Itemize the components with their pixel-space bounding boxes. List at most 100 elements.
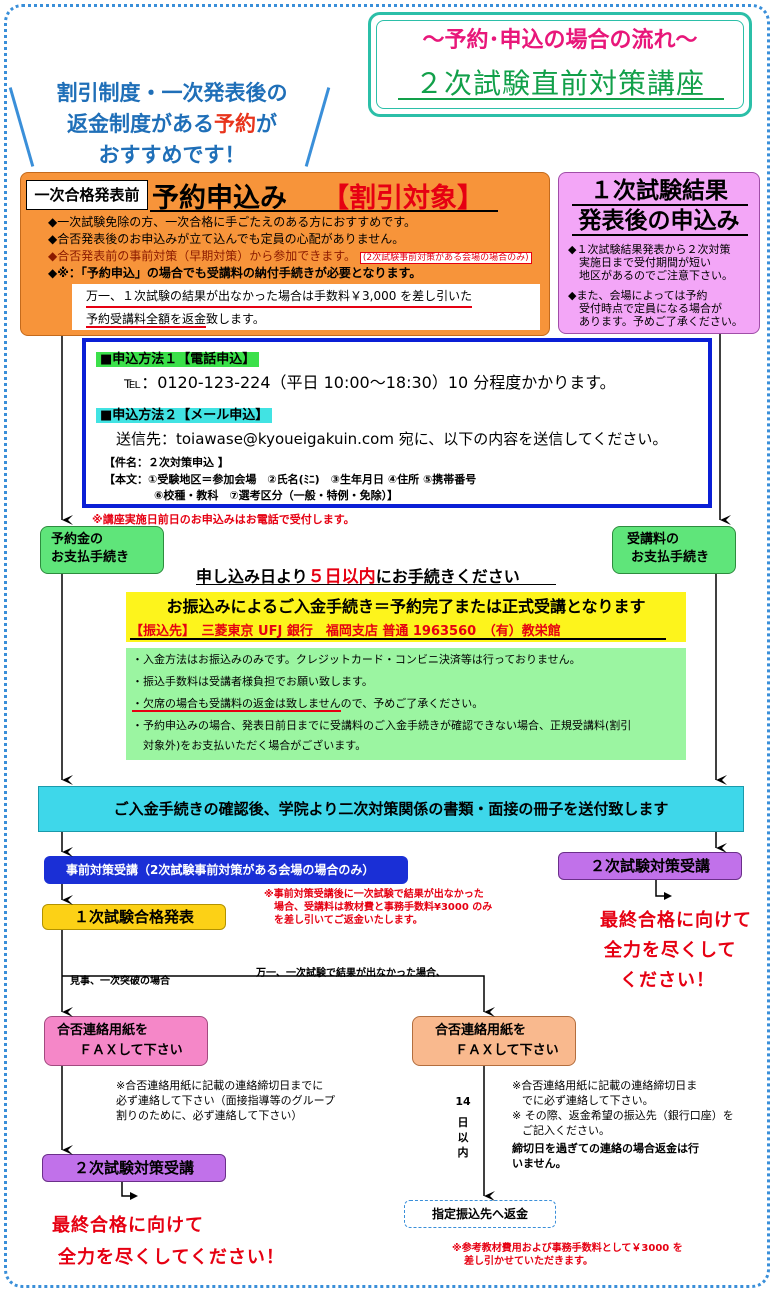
promo-line3: おすすめです！	[98, 143, 246, 167]
fail-contact-note: ※合否連絡用紙に記載の連絡締切日ま でに必ず連絡して下さい。 ※ その際、返金希…	[512, 1078, 734, 1171]
final-pass-right: 最終合格に向けて 全力を尽くして ください！	[600, 906, 752, 996]
after-results-bullet: 受付時点で定員になる場合が	[568, 302, 722, 315]
mail-body-line1: 【本文：①受験地区＝参加会場 ②氏名(ﾐﾆ) ③生年月日 ④住所 ⑤携帯番号	[104, 473, 477, 486]
promo-line2-red: 予約	[214, 112, 256, 136]
pass-branch-label: 見事、一次突破の場合	[70, 976, 170, 987]
promo-line2-b: が	[256, 112, 277, 136]
deadline-pre: 申し込み日より	[196, 567, 308, 586]
final-right-line2: 全力を尽くして	[604, 940, 737, 961]
days-char2: 以	[457, 1131, 469, 1144]
fail-note-line4: ご記入ください。	[522, 1124, 610, 1137]
promo-line2-a: 返金制度がある	[67, 112, 214, 136]
fax-fail-line2: ＦＡＸして下さい	[455, 1043, 559, 1058]
refund-box: 万一、１次試験の結果が出なかった場合は手数料￥3,000 を差し引いた 予約受講…	[72, 284, 540, 330]
after-results-bullet: あります。予めご了承ください。	[568, 315, 743, 328]
fax-pass-line2: ＦＡＸして下さい	[79, 1043, 183, 1058]
refund-note-line1: ※参考教材費用および事務手数料として￥3000 を	[452, 1243, 683, 1254]
pre-note-line2: 場合、受講料は教材費と事務手数料¥3000 のみ	[274, 902, 493, 913]
discount-label: 【割引対象】	[322, 183, 484, 214]
within-14-days: 14 日 以 内	[452, 1094, 474, 1160]
promo-line1: 割引制度・一次発表後の	[56, 81, 288, 105]
refund-line2-underlined: 予約受講料全額を返金	[86, 312, 207, 328]
after-results-underline1	[572, 204, 748, 206]
reservation-bullet: ◆※：「予約申込」の場合でも受講料の納付手続きが必要となります。	[48, 266, 422, 280]
no-refund-note-rest: ので、予めご了承ください。	[340, 697, 484, 710]
final-pass-left: 最終合格に向けて 全力を尽くしてください！	[52, 1210, 285, 1274]
arrow-to-final-right-stem	[655, 880, 664, 897]
arrow-head-final-left	[130, 1192, 138, 1200]
second-exam-course-right: ２次試験対策受講	[558, 852, 742, 880]
flow-title: ～予約･申込の場合の流れ～	[422, 28, 698, 53]
deposit-pill-line2: お支払手続き	[51, 550, 130, 565]
reservation-bullet-note: (2次試験事前対策がある会場の場合のみ)	[359, 252, 532, 264]
after-results-underline2	[572, 234, 748, 236]
payment-deadline: 申し込み日より５日以内にお手続きください	[196, 562, 520, 587]
payment-note: 対象外)をお支払いただく場合がございます。	[132, 739, 367, 752]
reservation-bullet: ◆合否発表前の事前対策（早期対策）から参加できます。 (2次試験事前対策がある会…	[48, 249, 532, 266]
promo-text: 割引制度・一次発表後の 返金制度がある予約が おすすめです！	[22, 78, 322, 171]
fail-branch-label: 万一、一次試験で結果が出なかった場合、	[256, 968, 446, 979]
title-box-inner	[376, 20, 744, 109]
after-results-bullet: 地区があるのでご注意下さい。	[568, 269, 733, 282]
reservation-bullet-text: ◆合否発表前の事前対策（早期対策）から参加できます。	[48, 249, 357, 263]
final-left-line1: 最終合格に向けて	[52, 1215, 204, 1236]
refund-fee-note: ※参考教材費用および事務手数料として￥3000 を 差し引かせていただきます。	[452, 1242, 683, 1268]
deadline-post: にお手続きください	[375, 567, 520, 586]
days-number: 14	[455, 1095, 471, 1108]
fail-note-line3: ※ その際、返金希望の振込先（銀行口座）を	[512, 1109, 734, 1122]
mail-address[interactable]: 送信先：toiawase@kyoueigakuin.com 宛に、以下の内容を送…	[116, 430, 668, 448]
after-results-title: １次試験結果 発表後の申込み	[558, 176, 760, 236]
no-refund-note: ・欠席の場合も受講料の返金は致しません	[132, 697, 341, 712]
payment-note: ・入金方法はお振込みのみです。クレジットカード・コンビニ決済等は行っておりません…	[132, 653, 581, 666]
payment-notes-box	[126, 648, 686, 760]
phone-number[interactable]: ℡：0120-123-224（平日 10:00～18:30）10 分程度かかりま…	[124, 373, 616, 392]
after-results-bullet: ◆１次試験結果発表から２次対策	[568, 243, 731, 256]
reservation-bullet: ◆一次試験免除の方、一次合格に手ごたえのある方におすすめです。	[48, 215, 417, 229]
tuition-payment-pill: 受講料の お支払手続き	[612, 526, 736, 574]
bank-underline	[130, 638, 666, 640]
refund-pill: 指定振込先へ返金	[404, 1200, 556, 1228]
second-exam-course-left: ２次試験対策受講	[42, 1154, 226, 1182]
fax-fail-box: 合否連絡用紙を ＦＡＸして下さい	[412, 1016, 576, 1066]
refund-line1: 万一、１次試験の結果が出なかった場合は手数料￥3,000 を差し引いた	[86, 286, 473, 308]
pass-note-line1: ※合否連絡用紙に記載の連絡締切日までに	[116, 1079, 324, 1092]
after-results-title-line2: 発表後の申込み	[578, 208, 740, 234]
days-char1: 日	[457, 1116, 469, 1129]
pre-course-note: ※事前対策受講後に一次試験で結果が出なかった 場合、受講料は教材費と事務手数料¥…	[264, 888, 492, 927]
fail-note-line6: いません。	[512, 1157, 567, 1170]
pass-contact-note: ※合否連絡用紙に記載の連絡締切日までに 必ず連絡して下さい（面接指導等のグループ…	[116, 1078, 335, 1123]
fax-pass-line1: 合否連絡用紙を	[57, 1023, 149, 1038]
method-phone-label-text: ■申込方法１【電話申込】	[96, 352, 260, 367]
final-right-line3: ください！	[620, 970, 715, 991]
method-mail-label-text: ■申込方法２【メール申込】	[96, 408, 273, 423]
days-char3: 内	[457, 1146, 469, 1159]
after-results-bullet: 実施日まで受付期間が短い	[568, 256, 711, 269]
final-left-line2: 全力を尽くしてください！	[58, 1247, 285, 1268]
bank-transfer-box	[126, 592, 686, 642]
course-title: ２次試験直前対策講座	[414, 67, 705, 100]
fax-fail-line1: 合否連絡用紙を	[435, 1023, 527, 1038]
deposit-pill-line1: 予約金の	[51, 532, 104, 547]
mail-body-line2: ⑥校種・教科 ⑦選考区分（一般・特例・免除）】	[154, 489, 399, 502]
promo-line2: 返金制度がある予約が	[22, 109, 322, 140]
refund-note-line2: 差し引かせていただきます。	[464, 1256, 593, 1267]
fail-note-line1: ※合否連絡用紙に記載の連絡締切日ま	[512, 1079, 698, 1092]
page-border	[4, 4, 770, 1288]
deposit-payment-pill: 予約金の お支払手続き	[40, 526, 164, 574]
arrow-to-final-left-stem	[121, 1182, 130, 1197]
phone-only-note: ※講座実施日前日のお申込みはお電話で受付します。	[92, 513, 355, 526]
after-results-bullet: ◆また、会場によっては予約	[568, 289, 708, 302]
refund-line2-rest: 致します。	[206, 312, 265, 326]
method-mail-label: ■申込方法２【メール申込】	[96, 404, 273, 423]
reservation-bullet: ◆合否発表後のお申込みが立て込んでも定員の心配がありません。	[48, 232, 405, 246]
confirmation-banner: ご入金手続きの確認後、学院より二次対策関係の書類・面接の冊子を送付致します	[38, 786, 744, 832]
arrow-head-final-right	[664, 892, 672, 900]
tuition-pill-line2: お支払手続き	[631, 550, 710, 565]
after-results-title-line1: １次試験結果	[590, 178, 728, 204]
arrow-fail-branch	[62, 975, 495, 1017]
transfer-complete-note: お振込みによるご入金手続き＝予約完了または正式受講となります	[166, 597, 646, 616]
pre-note-line1: ※事前対策受講後に一次試験で結果が出なかった	[264, 889, 484, 900]
payment-note: ・振込手数料は受講者様負担でお願い致します。	[132, 675, 373, 688]
pass-note-line3: 割りのために、必ず連絡して下さい）	[116, 1109, 303, 1122]
